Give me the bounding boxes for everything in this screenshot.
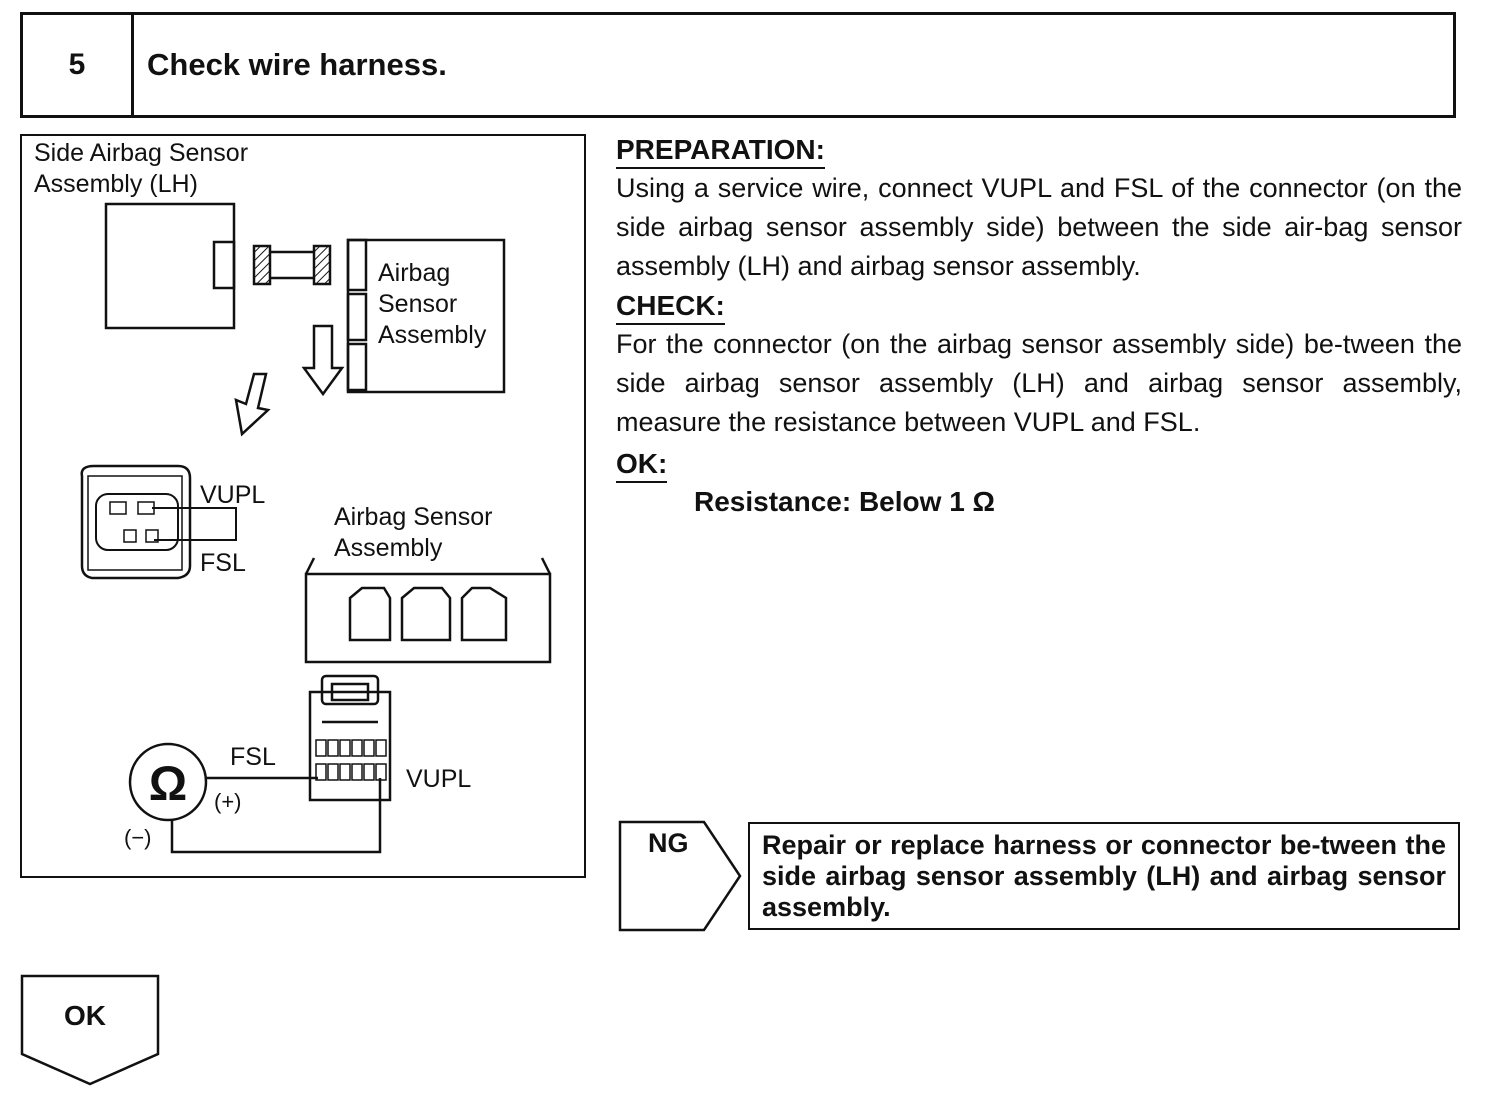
step-header: 5 Check wire harness. [20, 12, 1456, 118]
ohm-icon: Ω [149, 758, 187, 811]
ng-label: NG [648, 828, 689, 858]
vupl-probe-wire [170, 778, 382, 854]
check-section: CHECK: For the connector (on the airbag … [616, 290, 1462, 442]
step-title: Check wire harness. [147, 47, 447, 82]
preparation-section: PREPARATION: Using a service wire, conne… [616, 134, 1462, 286]
preparation-text: Using a service wire, connect VUPL and F… [616, 173, 1462, 281]
diagonal-arrow-icon [234, 372, 271, 437]
check-heading: CHECK: [616, 290, 725, 325]
meter-plus-label: (+) [214, 789, 242, 814]
ok-section: OK: [616, 448, 668, 483]
step-number: 5 [23, 15, 134, 115]
connector-vupl-label: VUPL [200, 481, 266, 509]
ok-arrow-shape [20, 974, 160, 1086]
ok-heading: OK: [616, 448, 668, 483]
meter-fsl-label: FSL [230, 743, 276, 771]
ok-result: Resistance: Below 1 Ω [694, 486, 995, 517]
ng-action-box: Repair or replace harness or connector b… [748, 822, 1460, 930]
side-sensor-label-1: Side Airbag Sensor [34, 139, 249, 167]
diagram-drawing: Ω [80, 202, 552, 854]
harness-connector [308, 690, 392, 802]
down-arrow-icon [301, 324, 345, 397]
airbag-sensor-unit-label-2: Assembly [334, 534, 443, 562]
ok-arrow-label: OK [64, 1000, 106, 1031]
airbag-sensor-unit [304, 572, 552, 664]
check-text: For the connector (on the airbag sensor … [616, 329, 1462, 437]
side-sensor-connector [80, 464, 192, 580]
airbag-sensor-label-1: Airbag [378, 259, 451, 287]
meter-vupl-label: VUPL [406, 765, 472, 793]
side-sensor-label-2: Assembly (LH) [34, 170, 198, 198]
ohmmeter [128, 742, 208, 822]
preparation-heading: PREPARATION: [616, 134, 825, 169]
wiring-diagram: Ω Side Airbag Sensor Assembly (LH) Airba… [20, 134, 586, 878]
airbag-sensor-label-2: Sensor [378, 290, 458, 318]
ng-arrow-shape [618, 820, 742, 932]
connector-fsl-label: FSL [200, 549, 246, 577]
airbag-sensor-label-3: Assembly [378, 321, 487, 349]
airbag-sensor-unit-label-1: Airbag Sensor [334, 503, 493, 531]
meter-minus-label: (−) [124, 825, 152, 850]
